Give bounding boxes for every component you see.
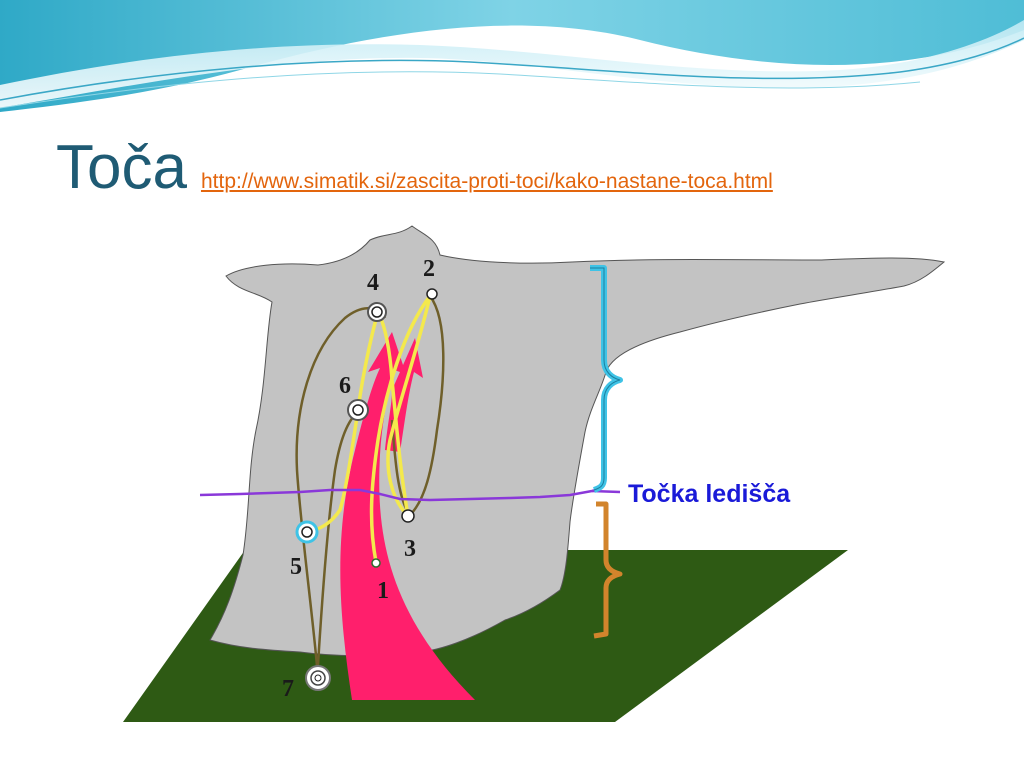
hail-path-yellow-2 <box>386 295 432 518</box>
bracket-lower <box>593 501 623 639</box>
stage-label-7: 7 <box>282 676 294 702</box>
hailstone-6 <box>347 399 369 421</box>
hailstone-3 <box>401 509 415 523</box>
hail-path-inner <box>316 411 359 666</box>
hail-path-outer <box>295 307 387 667</box>
stage-label-1: 1 <box>377 578 389 604</box>
hail-path-yellow-4 <box>306 409 360 534</box>
stage-label-2: 2 <box>423 256 435 282</box>
hailstone-5 <box>295 520 319 544</box>
hailstone-1 <box>371 558 381 568</box>
slide-title: Toča http://www.simatik.si/zascita-proti-… <box>56 128 773 222</box>
stage-label-4: 4 <box>367 270 379 296</box>
header-wave-decoration <box>0 0 1024 112</box>
stage-label-6: 6 <box>339 373 351 399</box>
hail-path-yellow-3 <box>356 307 410 517</box>
hail-path-yellow <box>369 294 432 563</box>
updraft-arrow <box>340 332 475 700</box>
source-link[interactable]: http://www.simatik.si/zascita-proti-toci… <box>200 170 773 193</box>
hailstone-2 <box>426 288 438 300</box>
freezing-level-label: Točka ledišča <box>628 480 791 508</box>
hail-path-right-loop <box>390 295 445 517</box>
hail-formation-diagram: 1 2 3 4 5 6 7 Točka ledišča <box>92 222 954 746</box>
hailstone-7 <box>305 665 331 691</box>
cloud-shape <box>209 225 946 657</box>
title-text: Toča <box>56 133 187 202</box>
freezing-level-line <box>199 487 601 502</box>
stage-label-5: 5 <box>290 554 302 580</box>
hailstone-4 <box>367 302 387 322</box>
stage-label-3: 3 <box>404 536 416 562</box>
bracket-upper-outline <box>590 267 621 491</box>
